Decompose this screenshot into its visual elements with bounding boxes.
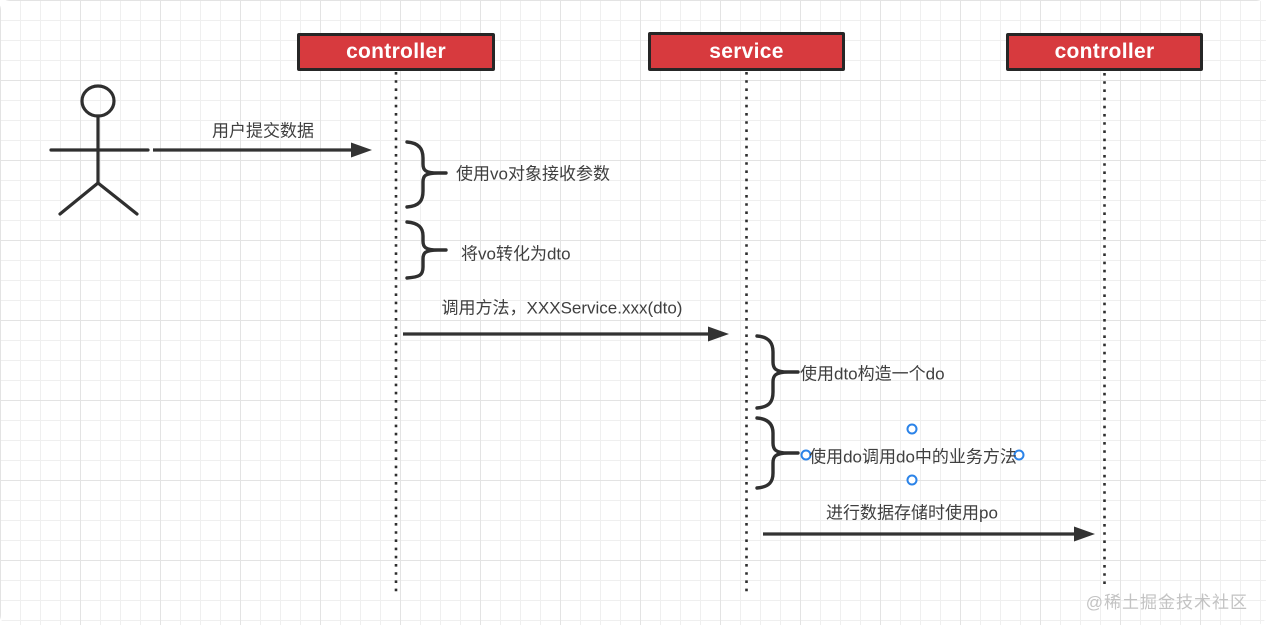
message-arrow-store-data[interactable]	[763, 526, 1095, 542]
header-box-service[interactable]: service	[648, 32, 845, 71]
selection-handle-left[interactable]	[800, 449, 812, 461]
arrowhead-icon	[351, 142, 372, 158]
brace-icon-do-business[interactable]	[755, 416, 800, 490]
brace-icon-vo-receive[interactable]	[405, 140, 448, 209]
message-label-store-data[interactable]: 进行数据存储时使用po	[826, 503, 998, 523]
note-label-do-business[interactable]: 使用do调用do中的业务方法	[809, 447, 1017, 467]
header-label: controller	[346, 40, 446, 63]
brace-icon-vo-to-dto[interactable]	[405, 220, 448, 280]
note-label-vo-receive[interactable]: 使用vo对象接收参数	[456, 164, 610, 184]
actor-leg-left	[58, 181, 100, 216]
message-arrow-call-service[interactable]	[403, 326, 729, 342]
note-label-vo-to-dto[interactable]: 将vo转化为dto	[461, 244, 571, 264]
brace-icon-dto-build-do[interactable]	[755, 334, 800, 410]
actor-icon[interactable]	[49, 84, 150, 216]
selection-handle-right[interactable]	[1013, 449, 1025, 461]
header-label: controller	[1054, 40, 1155, 63]
note-label-dto-build-do[interactable]: 使用dto构造一个do	[800, 364, 945, 384]
message-label-call-service[interactable]: 调用方法，XXXService.xxx(dto)	[441, 298, 683, 318]
header-label: service	[709, 39, 784, 63]
arrowhead-icon	[708, 326, 729, 342]
actor-head	[80, 84, 116, 118]
actor-leg-right	[96, 181, 139, 216]
watermark: @稀土掘金技术社区	[1085, 593, 1248, 612]
arrowhead-icon	[1074, 526, 1095, 542]
message-arrow-user-submit[interactable]	[153, 142, 372, 158]
message-label-user-submit[interactable]: 用户提交数据	[212, 121, 314, 141]
header-box-controller-left[interactable]: controller	[297, 33, 495, 71]
selection-handle-bottom[interactable]	[906, 474, 918, 486]
header-box-controller-right[interactable]: controller	[1006, 33, 1203, 71]
selection-handle-top[interactable]	[906, 423, 918, 435]
